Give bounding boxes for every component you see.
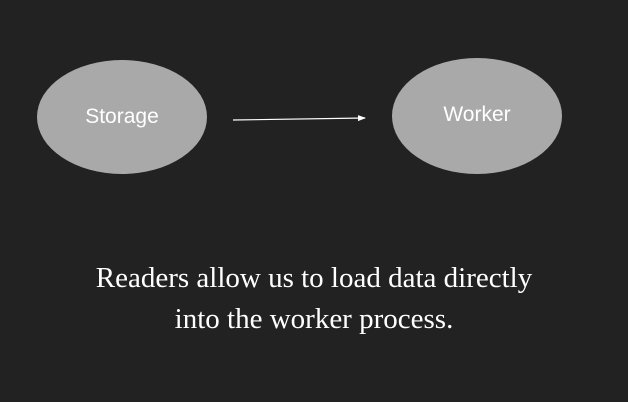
storage-to-worker-arrow bbox=[232, 115, 366, 122]
caption-line-1: Readers allow us to load data directly bbox=[95, 262, 533, 294]
worker-node-label: Worker bbox=[443, 102, 511, 126]
caption-line-2: into the worker process. bbox=[174, 303, 454, 335]
worker-node: Worker bbox=[392, 58, 562, 174]
caption: Readers allow us to load data directly i… bbox=[0, 258, 628, 340]
storage-node: Storage bbox=[37, 60, 207, 174]
storage-node-label: Storage bbox=[85, 104, 159, 128]
